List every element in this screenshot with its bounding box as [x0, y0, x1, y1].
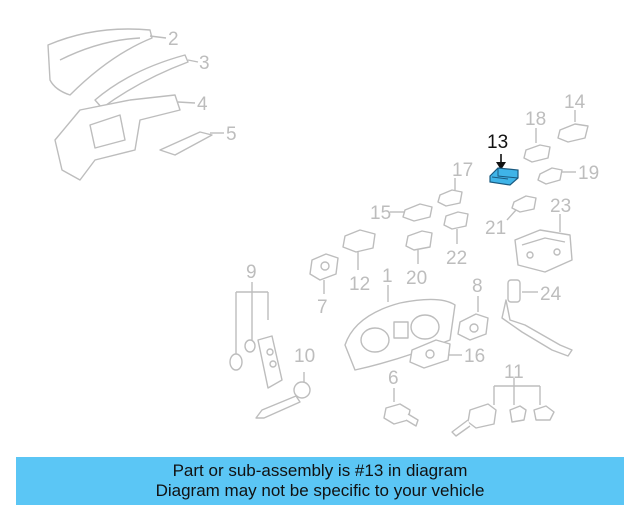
- callout-23: 23: [550, 196, 571, 217]
- part-23: [514, 214, 573, 273]
- callout-2: 2: [168, 29, 179, 50]
- part-12: [342, 229, 376, 270]
- part-17: [437, 178, 463, 207]
- part-3: [94, 54, 199, 109]
- part-6: [383, 388, 419, 427]
- callout-1: 1: [382, 266, 393, 287]
- caption-banner: Part or sub-assembly is #13 in diagram D…: [16, 457, 624, 505]
- part-9: [229, 282, 283, 389]
- part-16: [409, 339, 462, 369]
- callout-19: 19: [578, 163, 599, 184]
- callout-7: 7: [317, 297, 328, 318]
- part-24: [501, 279, 573, 357]
- part-18: [523, 128, 551, 163]
- callout-18: 18: [525, 109, 546, 130]
- part-7: [309, 253, 339, 294]
- part-11: [451, 378, 555, 437]
- part-19: [537, 167, 576, 185]
- part-13-highlighted: [489, 154, 519, 186]
- part-20: [405, 230, 433, 264]
- part-2: [47, 28, 167, 96]
- callout-22: 22: [446, 248, 467, 269]
- caption-line-1: Part or sub-assembly is #13 in diagram: [172, 461, 468, 480]
- callout-17: 17: [452, 160, 473, 181]
- callout-21: 21: [485, 218, 506, 239]
- parts-diagram: 2 3 4 5 13 14 18 19: [47, 28, 599, 437]
- callout-11: 11: [504, 362, 524, 383]
- callout-20: 20: [406, 268, 427, 289]
- part-15: [390, 203, 433, 222]
- part-1: [344, 285, 456, 371]
- caption-line-2: Diagram may not be specific to your vehi…: [155, 481, 485, 500]
- callout-6: 6: [388, 368, 399, 389]
- callout-4: 4: [197, 94, 208, 115]
- callout-14: 14: [564, 92, 586, 113]
- callout-12: 12: [349, 274, 370, 295]
- part-4: [54, 94, 196, 181]
- callout-8: 8: [472, 276, 483, 297]
- part-14: [557, 110, 589, 143]
- callout-16: 16: [464, 346, 485, 367]
- part-8: [457, 296, 489, 341]
- part-10: [255, 372, 311, 419]
- callout-24: 24: [540, 284, 562, 305]
- part-5: [159, 131, 224, 156]
- callout-15: 15: [370, 203, 391, 224]
- callout-5: 5: [226, 124, 237, 145]
- part-22: [443, 211, 469, 244]
- part-21: [506, 195, 537, 221]
- callout-3: 3: [199, 53, 210, 74]
- callout-9: 9: [246, 262, 257, 283]
- callout-13: 13: [487, 132, 508, 153]
- callout-10: 10: [294, 346, 315, 367]
